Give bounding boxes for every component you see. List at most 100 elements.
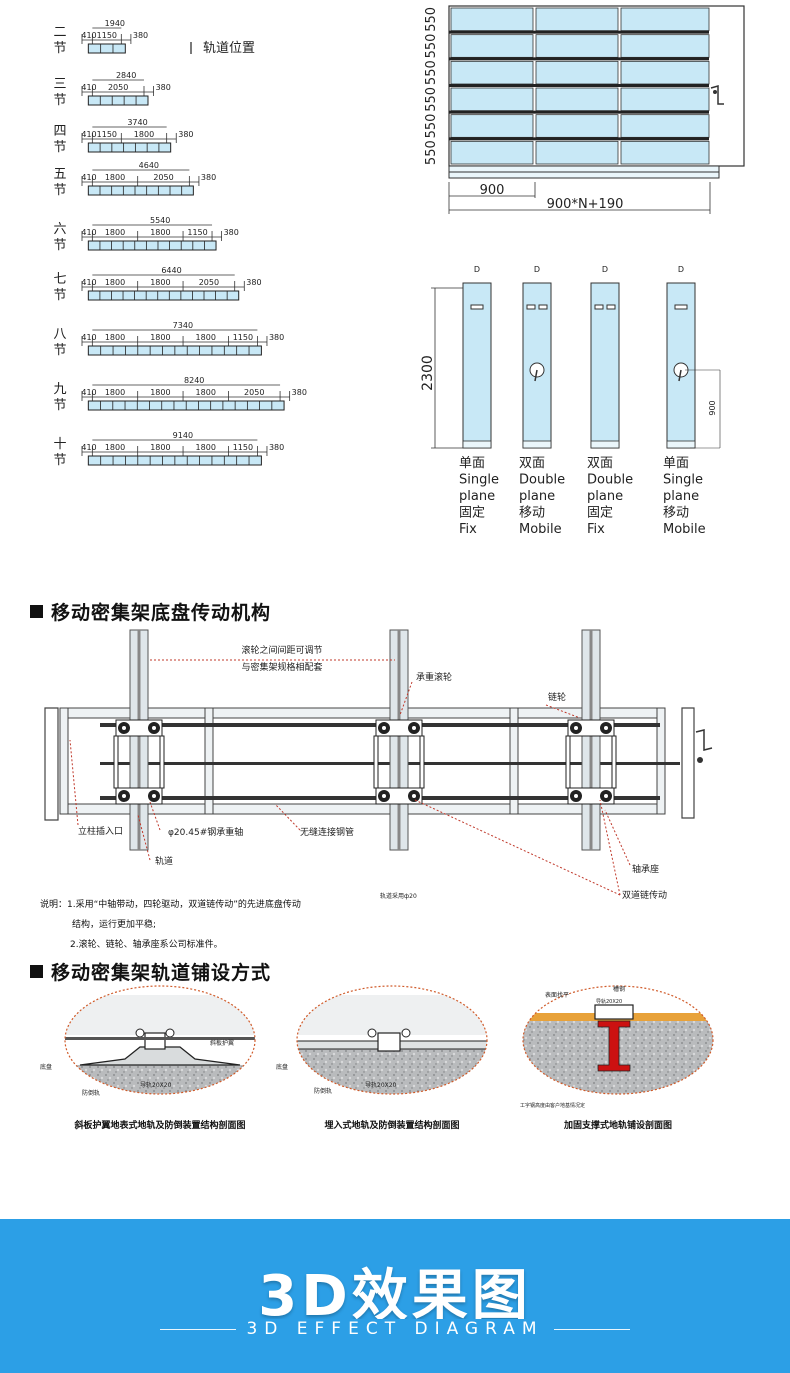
track-segment-label: 2050 (244, 388, 264, 397)
front-shelf-cell (450, 140, 534, 165)
track-bar (87, 185, 194, 196)
d1-label-guard: 斜板护翼 (210, 1039, 234, 1047)
track-segment-label: 1800 (196, 443, 216, 452)
chassis-notes: 说明：1.采用“中轴带动，四轮驱动，双道链传动”的先进底盘传动 结构，运行更加平… (40, 895, 301, 955)
track-row-total: 2840 (116, 71, 136, 80)
note-line-2: 结构，运行更加平稳; (72, 920, 157, 930)
rail-diagram-surface: 底盘 斜板护翼 防倒轨 导轨20X20 (40, 985, 256, 1097)
track-row-total: 5540 (150, 216, 170, 225)
track-row-label: 四 (53, 124, 66, 139)
track-segment-label: 410 (81, 388, 96, 397)
track-row-total: 6440 (161, 266, 181, 275)
side-column-panel (462, 282, 492, 449)
side-column-caption: 移动 (519, 506, 545, 521)
front-shelf-cell (620, 60, 710, 85)
chassis-track-column (373, 629, 425, 851)
track-segment-label: 410 (81, 83, 96, 92)
chassis-end-plate-left (44, 707, 59, 821)
front-shelf-cell (450, 87, 534, 112)
d1-label-base: 底盘 (40, 1063, 52, 1071)
track-segment-label: 1800 (105, 173, 125, 182)
side-column-caption: 双面 (519, 456, 545, 471)
d1-label-rail: 导轨20X20 (140, 1081, 172, 1089)
d3-label-track: 槽钢 (613, 985, 625, 993)
front-shelf-cell (535, 87, 619, 112)
track-segment-label: 1150 (97, 31, 117, 40)
caption-embedded: 埋入式地轨及防倒装置结构剖面图 (324, 1121, 460, 1131)
chassis-track-column (565, 629, 617, 851)
track-row-label: 节 (53, 140, 66, 155)
track-bar (87, 290, 240, 301)
track-segment-label: 380 (178, 130, 193, 139)
chassis-end-plate-right (681, 707, 695, 819)
track-segment-label: 1800 (196, 333, 216, 342)
side-column-caption: Double (519, 473, 565, 488)
label-bearing-seat: 轴承座 (632, 863, 659, 875)
caption-surface: 斜板护翼地表式地轨及防倒装置结构剖面图 (74, 1121, 246, 1131)
track-row-label: 节 (53, 288, 66, 303)
bay-width-label: 900 (480, 183, 505, 198)
track-row-label: 节 (53, 238, 66, 253)
rail-diagram-embedded: 底盘 防倒轨 导轨20X20 (276, 985, 488, 1095)
track-segment-label: 1800 (196, 388, 216, 397)
side-column-top-label: D (474, 265, 480, 274)
track-segment-label: 410 (81, 443, 96, 452)
front-shelf-cell (620, 114, 710, 138)
track-segment-label: 380 (156, 83, 171, 92)
label-track: 轨道 (155, 855, 173, 867)
front-shelf-cell (620, 34, 710, 58)
side-column-top-label: D (602, 265, 608, 274)
front-shelf-cell (620, 87, 710, 112)
track-segment-label: 380 (246, 278, 261, 287)
label-bearing-wheel: 承重滚轮 (416, 671, 452, 683)
chassis-diagram: 滚轮之间间距可调节 与密集架规格相配套 承重滚轮 链轮 立柱插入口 φ20.45… (44, 629, 713, 900)
track-segment-label: 1800 (150, 228, 170, 237)
d3-label-surface: 表面找平 (545, 991, 569, 999)
track-segment-label: 410 (81, 228, 96, 237)
d3-label-rail: 导轨20X20 (596, 998, 622, 1005)
track-row-label: 二 (53, 25, 66, 40)
track-row-label: 五 (53, 167, 66, 182)
label-column-slot: 立柱插入口 (78, 825, 123, 837)
track-segment-label: 2050 (199, 278, 219, 287)
row-height-label: 550 (424, 34, 439, 59)
track-legend-text: 轨道位置 (203, 41, 255, 56)
note-line-3: 2.滚轮、链轮、轴承座系公司标准件。 (70, 940, 223, 950)
front-shelf-cell (620, 140, 710, 165)
track-row-label: 节 (53, 343, 66, 358)
note-line-1: 说明：1.采用“中轴带动，四轮驱动，双道链传动”的先进底盘传动 (40, 900, 301, 910)
track-segment-label: 1150 (97, 130, 117, 139)
track-segment-label: 1800 (150, 333, 170, 342)
track-segment-label: 410 (81, 31, 96, 40)
effect-banner: 3D效果图 3D EFFECT DIAGRAM (0, 1219, 790, 1373)
side-column-caption: 单面 (663, 456, 689, 471)
track-segment-label: 1800 (105, 388, 125, 397)
banner-subtitle: 3D EFFECT DIAGRAM (0, 1319, 790, 1339)
side-column-caption: Single (459, 473, 499, 488)
track-segment-label: 1800 (105, 228, 125, 237)
track-row-label: 十 (53, 437, 66, 452)
d2-label-anti: 防倒轨 (314, 1087, 332, 1095)
side-column-caption: Mobile (519, 522, 562, 537)
track-segment-label: 1800 (150, 443, 170, 452)
d2-label-base: 底盘 (276, 1063, 288, 1071)
track-segment-label: 1800 (134, 130, 154, 139)
label-spacing-1: 滚轮之间间距可调节 (241, 644, 322, 656)
front-shelf-cell (450, 60, 534, 85)
front-shelf-cell (620, 7, 710, 32)
track-segment-label: 1150 (233, 443, 253, 452)
side-column-top-label: D (534, 265, 540, 274)
side-column-caption: Fix (459, 522, 477, 537)
track-row-total: 8240 (184, 376, 204, 385)
side-column-caption: Fix (587, 522, 605, 537)
track-row-label: 节 (53, 398, 66, 413)
d1-label-anti: 防倒轨 (82, 1089, 100, 1097)
